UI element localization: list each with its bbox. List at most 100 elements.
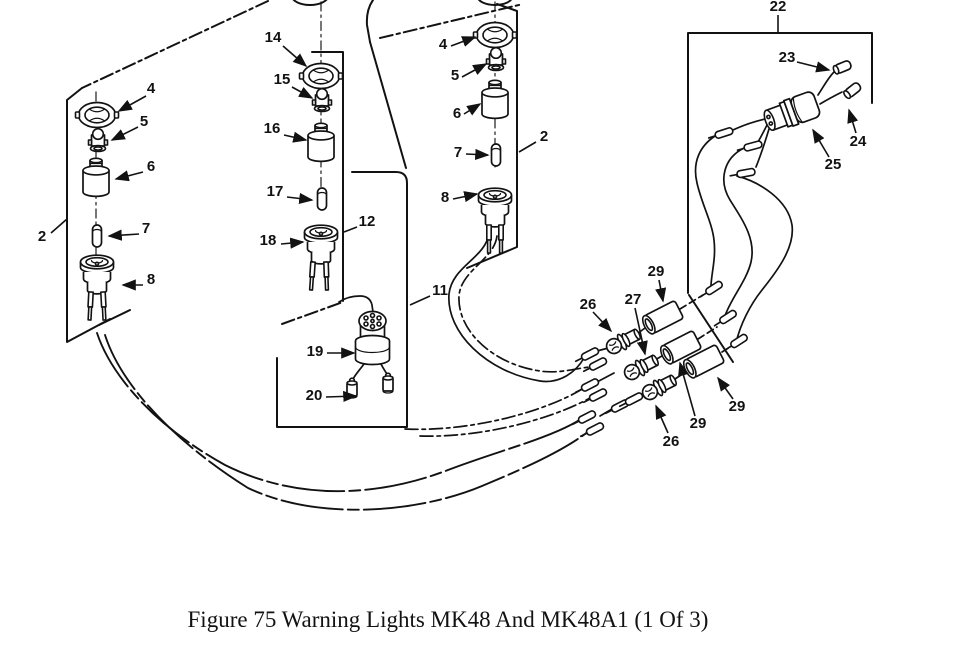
callout-18: 18	[260, 232, 277, 249]
leader-27	[634, 307, 648, 356]
leader-11	[409, 295, 431, 306]
callout-2-right: 2	[540, 128, 548, 145]
callout-12: 12	[359, 213, 376, 230]
cable-right-socket-strand-1	[448, 232, 585, 383]
harness-wire-2	[723, 147, 753, 317]
callout-8-left: 8	[147, 271, 155, 288]
socket-prong	[485, 224, 493, 254]
bulb-left	[91, 224, 103, 248]
leader-16	[283, 131, 308, 143]
callout-labels: 2 4 5 6 7 8 14 15 16 17 18 12 11 19 20 4…	[38, 0, 867, 450]
terminal-24	[841, 80, 863, 101]
leader-12	[343, 226, 358, 233]
callout-26-top: 26	[580, 296, 597, 313]
leader-29-mid	[678, 361, 696, 417]
lamp-holder-right	[485, 46, 507, 72]
socket-left	[79, 254, 115, 295]
lamp-body-mid	[307, 122, 335, 163]
plug-pigtail-1	[732, 118, 766, 131]
bulb-mid	[316, 187, 328, 211]
connector-19-assembly	[346, 310, 394, 399]
lamp-body-right	[481, 79, 509, 120]
leader-25	[812, 128, 830, 158]
socket-prong	[86, 291, 94, 321]
socket-right	[477, 187, 513, 228]
row2-wire-a	[596, 372, 615, 383]
screw-connector-27	[620, 351, 662, 384]
left-lamp-assembly	[74, 101, 120, 321]
wire-lug	[578, 421, 606, 441]
wire-panel12-to-connector	[338, 295, 374, 313]
callout-20: 20	[306, 387, 323, 404]
callout-5-right: 5	[451, 67, 459, 84]
wire-to-terminal-24	[819, 91, 843, 105]
wire-lug	[570, 409, 598, 429]
row2-wire-c	[697, 326, 718, 340]
callout-22: 22	[770, 0, 787, 15]
panels	[66, 3, 873, 428]
pigtail-lug-2	[735, 139, 764, 155]
cable-left-strand-2	[104, 334, 590, 511]
pigtail-lug-3	[728, 167, 757, 180]
screw-connector-26-bottom	[638, 371, 680, 404]
callout-4-right: 4	[439, 36, 448, 53]
callout-16: 16	[264, 120, 281, 137]
panel-fold-diagonal	[369, 41, 407, 169]
terminal-20-b	[382, 372, 394, 394]
bezel-ring-right	[472, 21, 518, 49]
callout-7-right: 7	[454, 144, 462, 161]
left-mounting-panel	[66, 87, 111, 343]
leader-7-left	[107, 229, 140, 241]
socket-prong	[100, 291, 108, 321]
row1-wire-c	[679, 294, 704, 310]
leader-17	[286, 192, 314, 205]
callout-29-mid: 29	[690, 415, 707, 432]
cable-left-strand-1	[96, 332, 582, 493]
bezel-ring-mid	[298, 62, 344, 90]
leader-7-right	[465, 148, 490, 161]
socket-prong	[497, 224, 505, 254]
callout-8-right: 8	[441, 189, 449, 206]
leader-23	[796, 61, 831, 73]
lamp-body-left	[82, 157, 110, 198]
callout-19: 19	[307, 343, 324, 360]
callout-6-left: 6	[147, 158, 155, 175]
leader-lines	[50, 15, 859, 434]
leader-14	[282, 45, 308, 68]
bezel-ring-left	[74, 101, 120, 129]
callout-5-left: 5	[140, 113, 148, 130]
callout-6-right: 6	[453, 105, 461, 122]
leader-29-right	[717, 376, 734, 400]
wire-lug	[711, 308, 739, 330]
callout-14: 14	[265, 29, 282, 46]
callout-23: 23	[779, 49, 796, 66]
leader-5-left	[110, 126, 139, 141]
terminal-23	[831, 58, 853, 76]
leader-8-right	[452, 191, 479, 203]
wire-lug	[722, 332, 750, 354]
mid-mounting-panel	[311, 51, 344, 302]
harness-wire-1	[694, 135, 716, 286]
socket-mid	[303, 224, 339, 265]
callout-25: 25	[825, 156, 842, 173]
wiring	[96, 71, 843, 511]
leader-29-top	[655, 279, 667, 303]
callout-29-top: 29	[648, 263, 665, 280]
bulb-right	[490, 143, 502, 167]
figure-caption: Figure 75 Warning Lights MK48 And MK48A1…	[188, 607, 709, 632]
right-mounting-panel	[466, 3, 518, 269]
right-lamp-assembly	[472, 21, 518, 254]
middle-lamp-assembly	[298, 62, 344, 291]
terminal-20-a	[346, 377, 358, 399]
wire-mid-feed-2	[419, 397, 591, 437]
leader-5-right	[461, 63, 488, 78]
callout-26-bottom: 26	[663, 433, 680, 450]
wire-mid-feed-1	[404, 387, 585, 431]
callout-11: 11	[432, 282, 448, 299]
leader-18	[280, 237, 305, 249]
lamp-holder-left	[87, 127, 109, 153]
plug-25-assembly	[706, 58, 863, 180]
plug-pigtail-3	[755, 128, 770, 168]
screw-connector-26-top	[602, 325, 644, 358]
